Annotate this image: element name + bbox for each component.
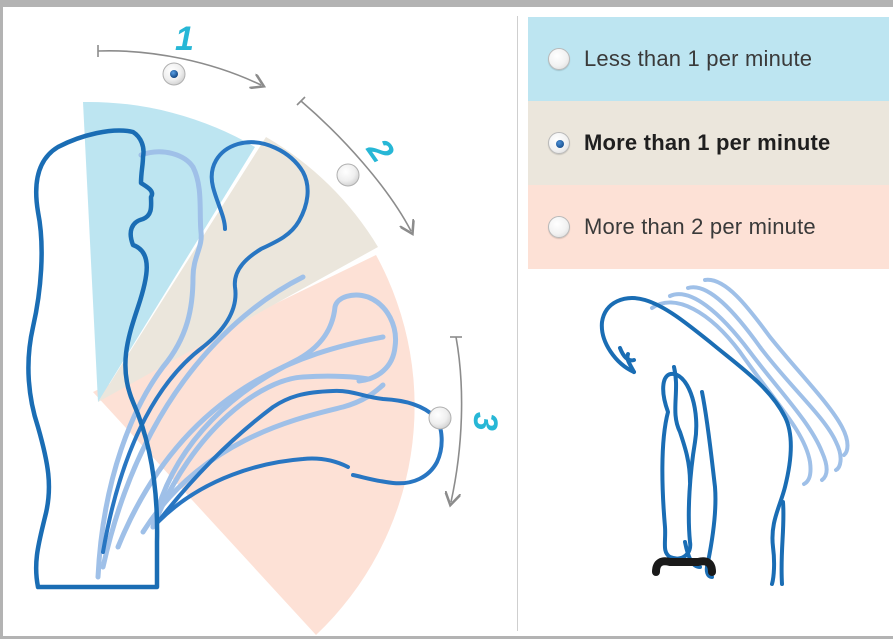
lifting-figure [599, 296, 793, 586]
option-less-than-1[interactable]: Less than 1 per minute [528, 17, 889, 101]
option-label: More than 2 per minute [584, 214, 816, 239]
zone-3-number: 3 [466, 412, 504, 431]
zone-1-radio[interactable] [162, 62, 186, 86]
option-label: Less than 1 per minute [584, 46, 813, 71]
person-lifting-icon [590, 272, 860, 591]
zone-2-radio[interactable] [336, 163, 360, 187]
posture-diagram: 1 2 3 [3, 7, 513, 636]
frequency-options: Less than 1 per minute More than 1 per m… [528, 17, 889, 269]
zone-3-radio[interactable] [428, 406, 452, 430]
weight-icon [652, 557, 716, 576]
zone-1-number: 1 [175, 20, 194, 58]
option-label: More than 1 per minute [584, 130, 831, 155]
radio-icon[interactable] [548, 216, 570, 238]
standing-figure [26, 128, 160, 590]
zone-2-number: 2 [359, 131, 402, 169]
radio-icon[interactable] [548, 132, 570, 154]
zone-arrows [97, 45, 463, 502]
motion-lines [650, 277, 850, 486]
option-more-than-2[interactable]: More than 2 per minute [528, 185, 889, 269]
bending-silhouettes [95, 149, 399, 580]
bending-figures [101, 140, 444, 554]
panel-divider [517, 16, 518, 631]
radio-icon[interactable] [548, 48, 570, 70]
option-more-than-1[interactable]: More than 1 per minute [528, 101, 889, 185]
